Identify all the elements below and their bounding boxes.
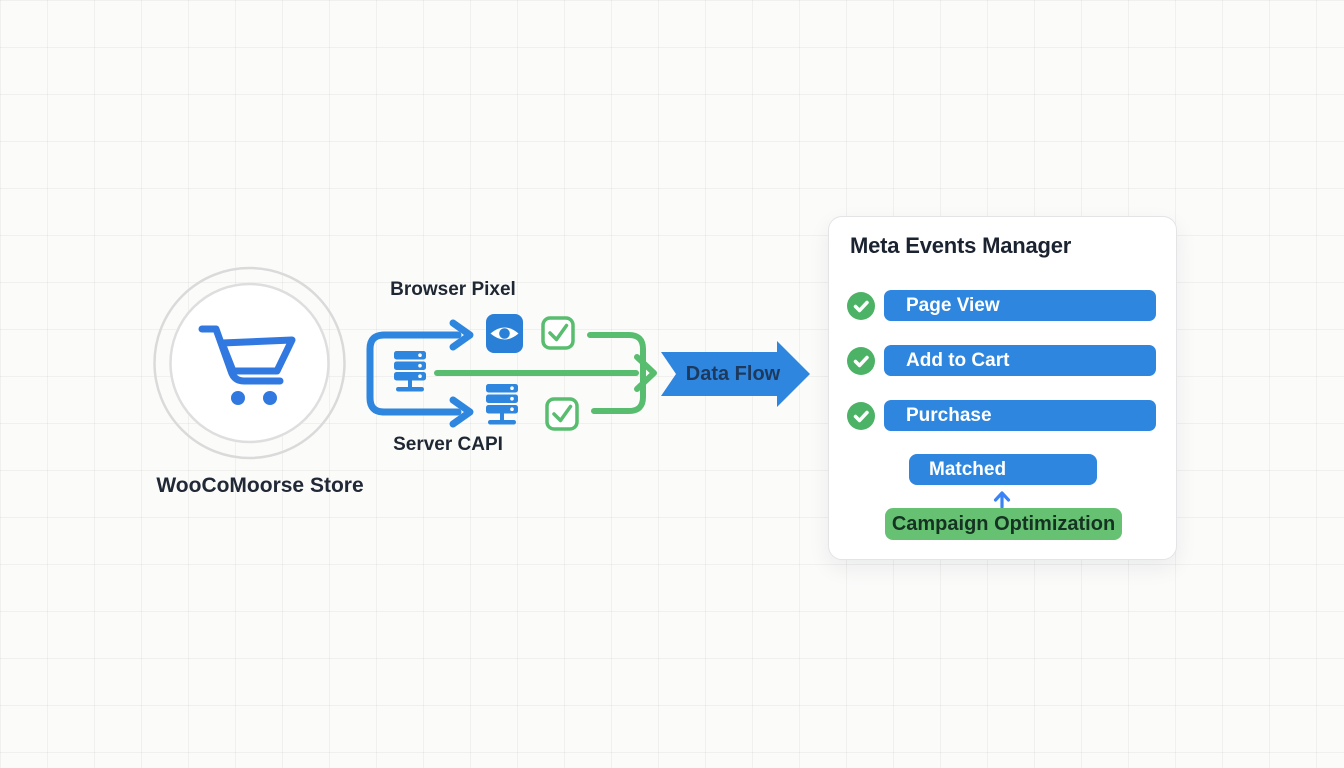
checkbox-checked-icon: [545, 397, 579, 431]
check-circle-icon: [847, 291, 875, 320]
meta-events-manager-panel: Meta Events Manager Page View Add to Car…: [828, 216, 1177, 560]
pixel-eye-icon: [486, 314, 523, 353]
matched-bar: Matched: [909, 454, 1097, 485]
event-row: Page View: [847, 290, 1156, 321]
server-icon: [394, 351, 426, 392]
server-capi-icon: [486, 384, 518, 425]
shopping-cart-icon: [198, 325, 296, 405]
data-flow-arrow: [661, 341, 810, 407]
data-flow-label: Data Flow: [685, 363, 781, 385]
browser-pixel-label: Browser Pixel: [390, 279, 516, 300]
panel-title: Meta Events Manager: [850, 233, 1072, 258]
checkbox-checked-icon: [541, 316, 575, 350]
event-bar-add-to-cart: Add to Cart: [884, 345, 1156, 376]
server-capi-label: Server CAPI: [393, 434, 503, 455]
check-circle-icon: [847, 346, 875, 375]
merge-arrows: [434, 332, 657, 414]
up-arrow-icon: [993, 491, 1011, 509]
event-bar-page-view: Page View: [884, 290, 1156, 321]
event-row: Add to Cart: [847, 345, 1156, 376]
campaign-optimization-bar: Campaign Optimization: [885, 508, 1122, 540]
store-badge: [153, 266, 346, 460]
store-label: WooCoMoorse Store: [156, 474, 364, 497]
split-arrows: [366, 319, 474, 428]
check-circle-icon: [847, 401, 875, 430]
event-row: Purchase: [847, 400, 1156, 431]
event-bar-purchase: Purchase: [884, 400, 1156, 431]
